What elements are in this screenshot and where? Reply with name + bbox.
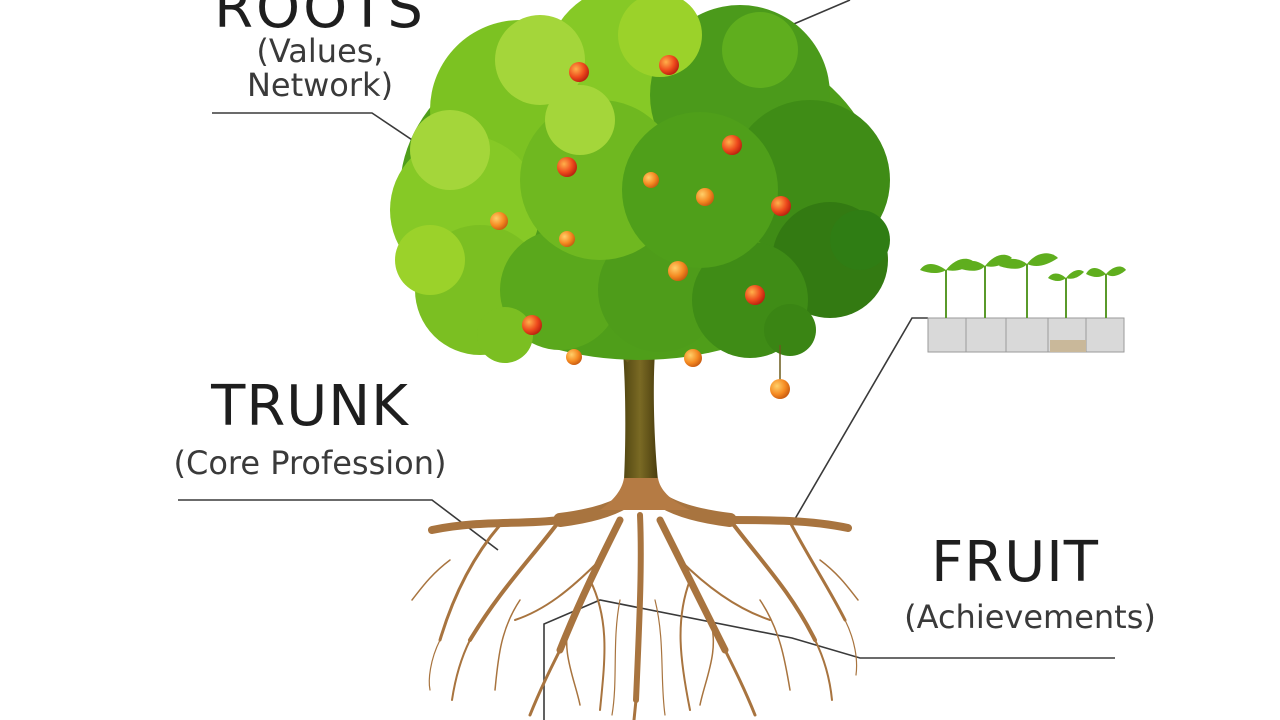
fruit (659, 55, 679, 75)
fruit (684, 349, 702, 367)
roots-subtitle-line2: Network) (246, 66, 394, 104)
fruit (643, 172, 659, 188)
seedlings-illustration (920, 253, 1126, 353)
fruit (490, 212, 508, 230)
fruit (771, 196, 791, 216)
trunk-leader-line (178, 499, 499, 551)
fruit (722, 135, 742, 155)
fruit-title: FRUIT (931, 530, 1099, 595)
canopy-illustration (390, 0, 890, 363)
seedlings-leader-line (791, 317, 928, 525)
fruit (668, 261, 688, 281)
fruit-leader-line (543, 599, 1115, 720)
fruit (566, 349, 582, 365)
fruit (696, 188, 714, 206)
fruit (745, 285, 765, 305)
trunk-subtitle: (Core Profession) (173, 444, 447, 482)
fruit (559, 231, 575, 247)
fruit-subtitle: (Achievements) (904, 598, 1156, 636)
roots-title: ROOTS (214, 0, 426, 41)
trunk-title: TRUNK (211, 374, 409, 439)
fruit (569, 62, 589, 82)
roots-illustration (411, 481, 859, 720)
fruit (522, 315, 542, 335)
roots-subtitle-line1: (Values, (256, 32, 384, 70)
fruits (490, 55, 791, 399)
fruit (557, 157, 577, 177)
fruit (770, 379, 790, 399)
